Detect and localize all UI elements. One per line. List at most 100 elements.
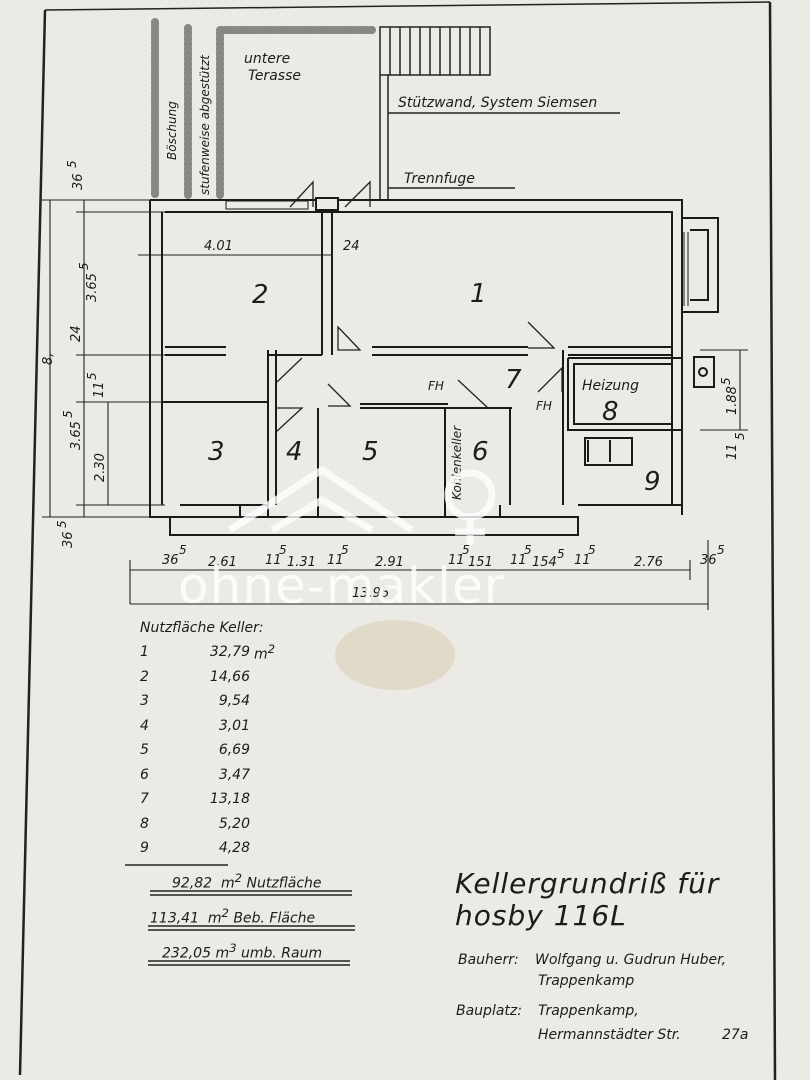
terrace-label-1: untere	[244, 51, 290, 67]
total-usable-unit: m	[221, 875, 235, 892]
area-table-heading: Nutzfläche Keller:	[140, 620, 264, 636]
chimney-label-left: FH	[428, 379, 444, 393]
room-number-9: 9	[644, 467, 661, 497]
dim-left-24: 24	[69, 325, 84, 342]
slope-hatching	[151, 18, 379, 199]
area-room-no: 6	[140, 766, 149, 783]
client-name: Wolfgang u. Gudrun Huber,	[535, 952, 727, 968]
area-room-no: 2	[140, 668, 149, 685]
dim-b-11a-sup: 5	[279, 543, 287, 557]
area-room-no: 5	[140, 742, 149, 759]
dim-b-36: 36	[162, 553, 179, 568]
dim-left-365b-sup: 5	[61, 410, 75, 418]
built-area-unit-sup: 2	[221, 906, 229, 920]
room-number-2: 2	[252, 280, 269, 310]
dim-b-36-sup: 5	[179, 543, 187, 557]
area-value: 14,66	[209, 668, 250, 685]
area-value: 3,47	[218, 766, 250, 783]
dim-b-151: 151	[468, 555, 493, 570]
slope-label-1: Böschung	[165, 101, 179, 160]
room-number-7: 7	[505, 365, 522, 395]
dim-b-11b: 11	[327, 553, 344, 568]
dim-right-11-sup: 5	[733, 432, 747, 440]
retaining-wall	[379, 26, 620, 200]
walls	[149, 197, 719, 536]
area-room-no: 1	[140, 644, 149, 661]
total-rules	[125, 864, 355, 966]
dim-bottom-36-sup: 5	[55, 520, 69, 528]
area-room-no: 3	[140, 693, 149, 710]
site-street: Hermannstädter Str.	[538, 1027, 681, 1043]
dim-b-154: 154	[532, 555, 557, 570]
area-unit: m2	[250, 642, 275, 663]
slope-label-2: stufenweise abgestützt	[198, 54, 212, 195]
area-room-no: 7	[140, 791, 149, 808]
dim-top-36: 36	[71, 173, 86, 190]
area-value: 9,54	[218, 693, 250, 710]
dim-b-291: 2.91	[375, 555, 404, 570]
dim-b-276: 2.76	[634, 555, 663, 570]
dim-right-11: 11	[725, 443, 740, 460]
site-label: Bauplatz:	[456, 1003, 522, 1019]
volume-label: umb. Raum	[240, 945, 323, 962]
dim-top-36-sup: 5	[65, 160, 79, 168]
room-number-1: 1	[470, 279, 487, 309]
room-number-4: 4	[286, 437, 303, 467]
area-value: 32,79	[209, 644, 250, 661]
area-value: 13,18	[209, 791, 250, 808]
dim-room2-width: 4.01	[204, 239, 233, 254]
room-number-3: 3	[208, 437, 225, 467]
dim-wall-24: 24	[343, 239, 360, 254]
total-usable-value: 92,82	[172, 875, 213, 892]
dim-left-365-sup: 5	[77, 262, 91, 270]
plan-title-line2: hosby 116L	[455, 899, 627, 932]
dim-b-154-sup: 5	[557, 547, 565, 561]
volume-unit: m	[215, 945, 230, 962]
dim-b-36r-sup: 5	[717, 543, 725, 557]
terrace-label-2: Terasse	[248, 68, 301, 84]
area-value: 3,01	[218, 717, 250, 734]
dim-b-11b-sup: 5	[341, 543, 349, 557]
site-name: Trappenkamp,	[538, 1003, 639, 1019]
total-usable-label: Nutzfläche	[246, 875, 322, 892]
area-room-no: 9	[140, 840, 149, 857]
dim-b-11d: 11	[510, 553, 527, 568]
watermark-logo	[228, 465, 496, 545]
dim-b-11a: 11	[265, 553, 282, 568]
watermark-text: ohne-makler	[178, 557, 505, 615]
volume-unit-sup: 3	[229, 941, 237, 955]
total-usable-unit-sup: 2	[234, 871, 243, 885]
retaining-wall-label: Stützwand, System Siemsen	[398, 95, 597, 111]
dim-left-365: 3.65	[85, 273, 100, 302]
dim-total: 13.95	[352, 586, 389, 601]
built-area-label: Beb. Fläche	[233, 910, 316, 927]
area-unit-sup: 2	[267, 641, 276, 656]
heating-label: Heizung	[582, 378, 639, 394]
volume-value: 232,05	[162, 945, 211, 962]
enclosed-volume: 232,05 m3 umb. Raum	[162, 941, 322, 962]
dim-b-11e-sup: 5	[588, 543, 596, 557]
dim-left-230: 2.30	[93, 453, 108, 482]
dim-b-36r: 36	[700, 553, 717, 568]
joint-label: Trennfuge	[404, 171, 475, 187]
room-number-6: 6	[472, 437, 489, 467]
area-value: 6,69	[218, 742, 250, 759]
built-area: 113,41 m2 Beb. Fläche	[150, 906, 315, 927]
area-room-no: 8	[140, 815, 149, 832]
dim-right-188: 1.88	[725, 386, 740, 415]
dim-b-261: 2.61	[208, 555, 237, 570]
dim-b-131: 1.31	[287, 555, 316, 570]
client-label: Bauherr:	[458, 952, 519, 968]
room-number-5: 5	[362, 437, 379, 467]
dim-left-365b: 3.65	[69, 421, 84, 450]
